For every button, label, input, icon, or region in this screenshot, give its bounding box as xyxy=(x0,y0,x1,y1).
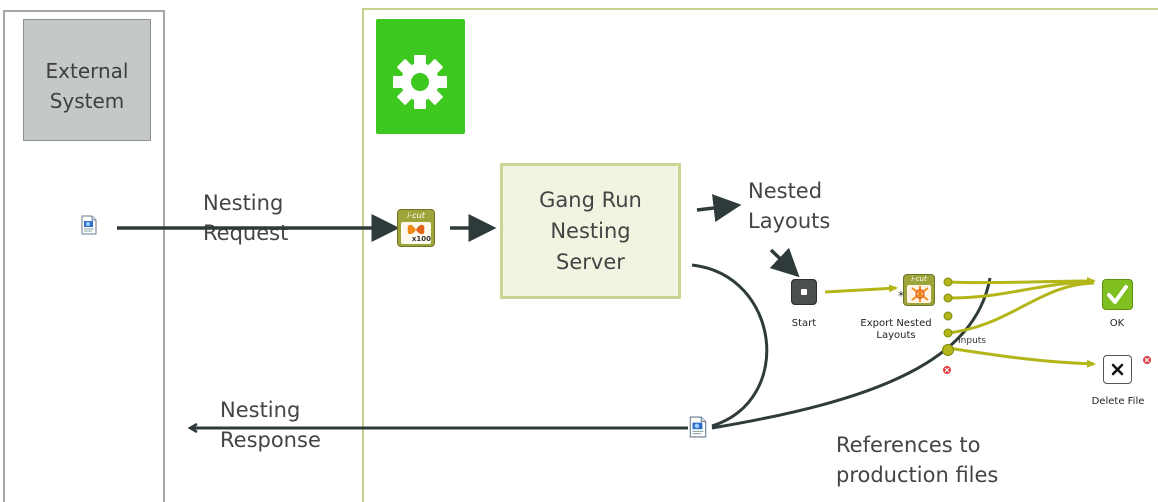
ok-label: OK xyxy=(1109,318,1125,329)
start-label: Start xyxy=(791,318,817,329)
connector-dot xyxy=(942,344,954,356)
icut-badge-top: i-cut xyxy=(407,211,425,220)
export-nested-layouts-icon[interactable]: i-cut * xyxy=(898,274,935,306)
connector-dot xyxy=(943,277,953,287)
server-label: Gang Run Nesting Server xyxy=(539,187,642,274)
connector-dot xyxy=(943,328,953,338)
layouts-to-start-arrow xyxy=(769,247,800,278)
butterfly-icon xyxy=(407,224,425,235)
icut-app-icon: i-cut x100 xyxy=(397,209,435,247)
references-label: References to production files xyxy=(836,433,999,487)
start-to-export-line xyxy=(824,284,898,294)
ok-node-icon[interactable] xyxy=(1102,279,1133,310)
gear-icon xyxy=(393,55,447,109)
server-to-doc-curve xyxy=(691,263,769,428)
nested-layouts-label: Nested Layouts xyxy=(748,179,831,233)
switch-panel xyxy=(362,8,1158,502)
xml-document-icon xyxy=(81,215,97,235)
close-icon xyxy=(1111,363,1124,376)
error-dot-icon xyxy=(943,366,951,374)
export-to-delete-line xyxy=(947,346,1096,368)
export-nested-layouts-label: Export Nested Layouts xyxy=(860,318,932,341)
delete-file-label: Delete File xyxy=(1091,396,1145,407)
delete-file-node-icon[interactable] xyxy=(1103,355,1132,384)
workflow-to-doc-curve xyxy=(711,277,992,430)
error-dot-icon xyxy=(1143,356,1151,364)
start-node-icon[interactable] xyxy=(791,279,817,305)
nest-pattern-icon xyxy=(911,286,929,302)
nesting-response-label: Nesting Response xyxy=(220,398,321,452)
server-to-layouts-arrow xyxy=(696,194,742,222)
xml-document-icon xyxy=(689,416,707,438)
icut-badge-bottom: x100 xyxy=(411,235,431,243)
connector-dot xyxy=(943,311,953,321)
external-system-panel xyxy=(3,10,165,502)
export-to-ok-line-3 xyxy=(947,281,1095,335)
export-to-ok-line-2 xyxy=(947,280,1095,300)
switch-gear-tile xyxy=(376,19,465,134)
nesting-request-label: Nesting Request xyxy=(203,191,289,245)
external-system-box: External System xyxy=(23,19,151,141)
inputs-label: Inputs xyxy=(958,336,986,346)
external-system-label: External System xyxy=(45,59,129,113)
gang-run-nesting-server: Gang Run Nesting Server xyxy=(500,163,681,299)
checkmark-icon xyxy=(1107,285,1128,304)
connector-dot xyxy=(943,293,953,303)
